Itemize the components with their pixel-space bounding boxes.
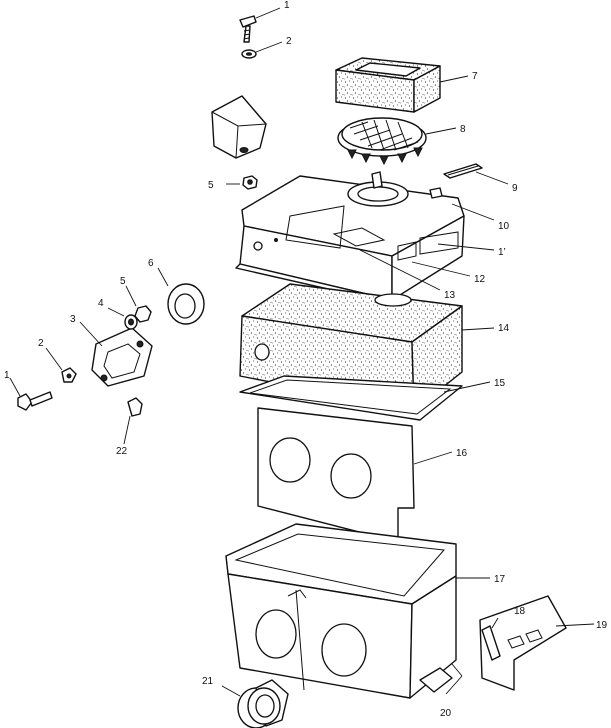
callout-9: 9	[512, 183, 518, 194]
fitting-22-part	[127, 397, 143, 417]
gasket-part	[239, 375, 463, 421]
callout-2-left: 2	[38, 338, 44, 349]
callout-16: 16	[456, 448, 468, 459]
bolt-left-part	[17, 391, 53, 411]
leader-lines	[9, 7, 595, 697]
intake-duct-part	[211, 95, 267, 159]
washer-left-part	[61, 367, 77, 383]
callout-21: 21	[202, 676, 214, 687]
bracket-part	[479, 595, 567, 691]
seal-6-part	[167, 283, 205, 325]
ring-4-part	[124, 314, 138, 330]
flange-assembly-part	[91, 327, 153, 387]
boot-21-part	[237, 679, 289, 728]
divider-plate-part	[257, 407, 415, 543]
nut-5-part	[134, 305, 152, 323]
callout-5-upper: 5	[208, 180, 214, 191]
clip-part	[443, 163, 483, 179]
callout-17: 17	[494, 574, 506, 585]
callout-6: 6	[148, 258, 154, 269]
callout-7: 7	[472, 71, 478, 82]
callout-15: 15	[494, 378, 506, 389]
top-bolt-part	[239, 15, 257, 43]
screen-part	[337, 117, 427, 166]
callout-20: 20	[440, 708, 452, 719]
callout-18: 18	[514, 606, 526, 617]
callout-2-top: 2	[286, 36, 292, 47]
nut-part-upper	[242, 175, 258, 190]
callout-22: 22	[116, 446, 128, 457]
callout-11: 1’	[498, 247, 506, 258]
callout-10: 10	[498, 221, 510, 232]
callout-1-top: 1	[284, 0, 290, 11]
airbox-lid-part	[235, 171, 465, 305]
callout-14: 14	[498, 323, 510, 334]
callout-19: 19	[596, 620, 608, 631]
callout-12: 12	[474, 274, 486, 285]
callout-8: 8	[460, 124, 466, 135]
callout-3: 3	[70, 314, 76, 325]
airbox-base-part	[225, 523, 457, 699]
callout-4: 4	[98, 298, 104, 309]
callout-1-left: 1	[4, 370, 10, 381]
filter-element-part	[335, 57, 441, 113]
top-washer-part	[241, 49, 257, 59]
callout-13: 13	[444, 290, 456, 301]
callout-5-lower: 5	[120, 276, 126, 287]
callout-labels: 1 2 7 8 5 9 10 1’ 12 13 14 15 16 17 6 5 …	[4, 0, 608, 719]
